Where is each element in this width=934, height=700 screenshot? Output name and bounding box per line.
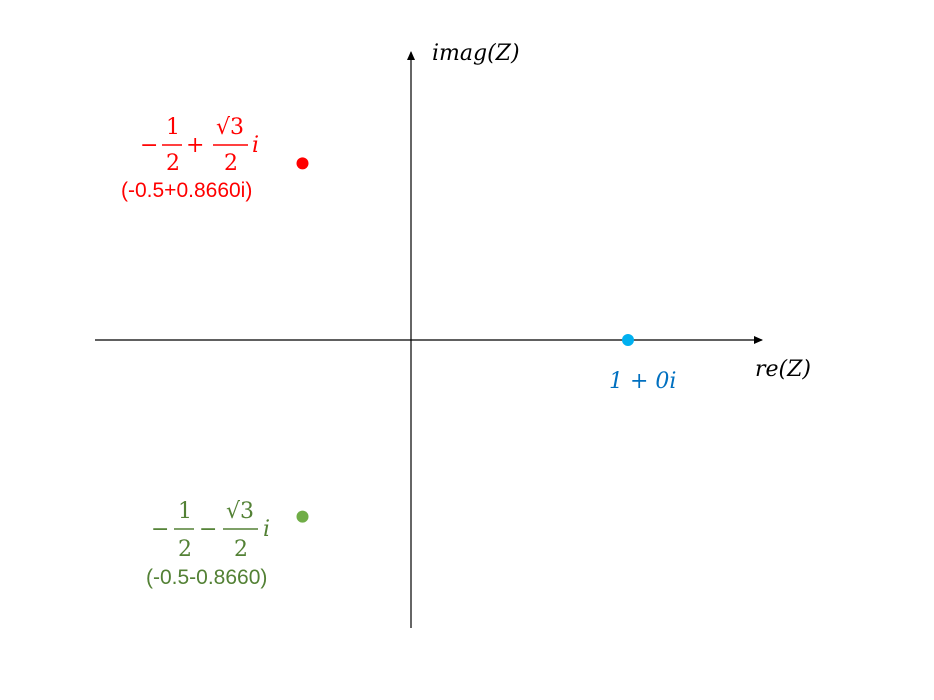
root-1-point bbox=[622, 334, 634, 346]
root-3-op: − bbox=[199, 517, 217, 542]
root-2-point bbox=[296, 157, 309, 170]
root-3-sign: − bbox=[151, 517, 169, 542]
root-1-label: 1 + 0i bbox=[609, 369, 676, 394]
root-3-math-label: − 1 2 − √3 2 i bbox=[151, 499, 270, 562]
root-3-den2: 2 bbox=[234, 537, 248, 562]
root-2-op: + bbox=[186, 133, 204, 158]
root-2-den1: 2 bbox=[166, 151, 180, 176]
root-3-num2: √3 bbox=[226, 499, 254, 524]
root-3-point bbox=[296, 510, 309, 523]
root-2-unit: i bbox=[252, 133, 259, 158]
root-3-num1: 1 bbox=[178, 499, 192, 524]
root-3-den1: 2 bbox=[178, 537, 192, 562]
root-3-unit: i bbox=[263, 517, 270, 542]
x-axis-label: re(Z) bbox=[755, 357, 811, 382]
root-3-decimal-label: (-0.5-0.8660) bbox=[146, 566, 267, 589]
root-2-num2: √3 bbox=[216, 115, 244, 140]
root-2-sign: − bbox=[140, 133, 158, 158]
root-2-decimal-label: (-0.5+0.8660i) bbox=[121, 179, 252, 202]
root-2-den2: 2 bbox=[224, 151, 238, 176]
root-2-num1: 1 bbox=[166, 115, 180, 140]
root-2-math-label: − 1 2 + √3 2 i bbox=[140, 115, 259, 176]
y-axis-label: imag(Z) bbox=[432, 41, 520, 66]
